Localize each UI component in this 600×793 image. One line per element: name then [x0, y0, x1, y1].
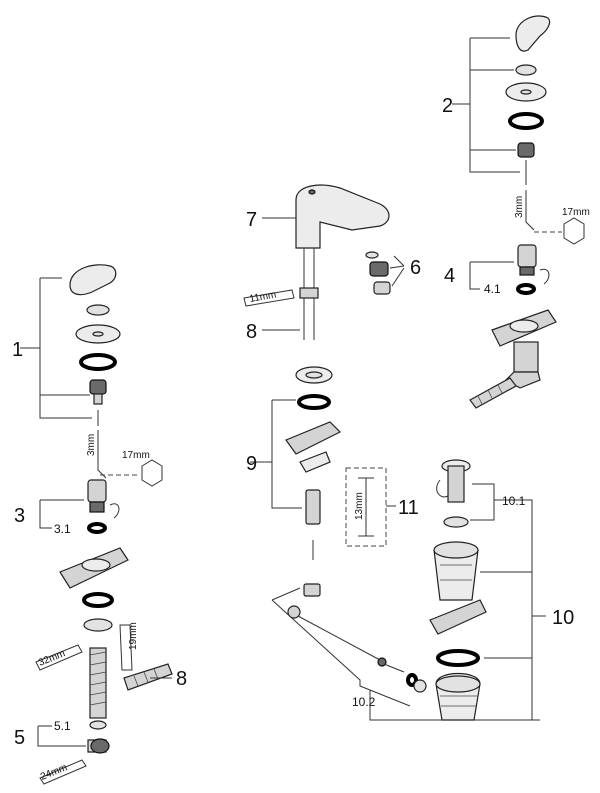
callout-9: 9 [246, 453, 257, 475]
spanner-19-tool [119, 624, 133, 671]
aerator-parts [365, 251, 405, 295]
spanner-32-tool [35, 644, 83, 671]
gauge-13-label: 13mm [354, 492, 365, 520]
drain-assembly [429, 459, 546, 721]
left-nut-assembly [37, 725, 110, 754]
right-deck-pieces [469, 309, 557, 409]
center-base-pieces [250, 366, 342, 560]
callout-4-1: 4.1 [484, 282, 501, 296]
callout-8-center: 8 [246, 321, 257, 343]
callout-2: 2 [442, 95, 453, 117]
hex-key-left-tool [97, 430, 163, 487]
callout-5-1: 5.1 [54, 719, 71, 733]
spanner-24-tool [39, 759, 87, 785]
callout-3: 3 [14, 505, 25, 527]
callout-6: 6 [410, 257, 421, 279]
spanner-19-label: 19mm [128, 622, 139, 650]
hex-key-left-label: 3mm [86, 434, 97, 456]
callout-5: 5 [14, 727, 25, 749]
left-hose-connector [123, 663, 173, 691]
gauge-11 [345, 467, 396, 547]
callout-10-2: 10.2 [352, 695, 376, 709]
right-handle-assembly [452, 15, 551, 185]
callout-1: 1 [12, 339, 23, 361]
left-handle-assembly [20, 264, 121, 426]
spanner-11-label: 11mm [249, 289, 278, 305]
hex-key-right-label: 3mm [514, 196, 525, 218]
center-spout-body [262, 184, 390, 249]
hex-key-right-tool [525, 190, 585, 245]
callout-4: 4 [444, 265, 455, 287]
spanner-11-tool [243, 289, 295, 307]
wrench-right-label: 17mm [562, 207, 590, 218]
right-cartridge [469, 244, 550, 295]
spanner-32-label: 32mm [37, 648, 67, 669]
callout-10-1: 10.1 [502, 494, 526, 508]
callout-3-1: 3.1 [54, 522, 71, 536]
center-hoses [262, 248, 319, 340]
wrench-left-label: 17mm [122, 450, 150, 461]
left-cartridge [39, 479, 120, 534]
callout-7: 7 [246, 209, 257, 231]
popup-rod-linkage [271, 583, 540, 721]
callout-8-left: 8 [176, 668, 187, 690]
callout-11: 11 [398, 497, 419, 519]
callout-10: 10 [552, 607, 574, 629]
